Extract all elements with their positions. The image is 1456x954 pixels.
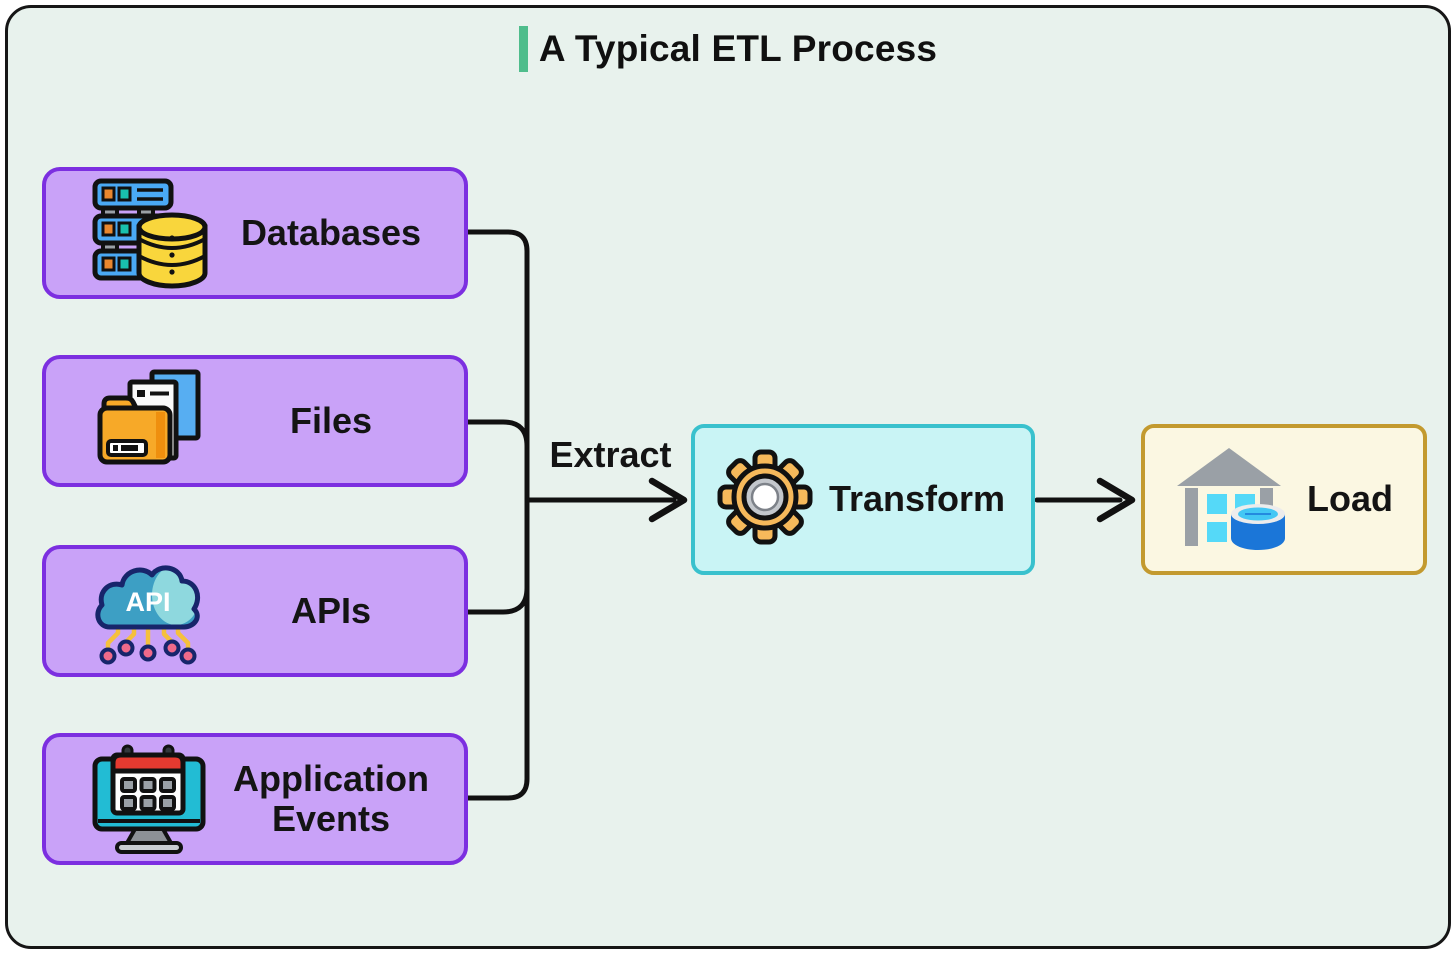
title-accent-bar xyxy=(518,26,528,72)
source-label-files: Files xyxy=(289,399,373,441)
source-box-databases: Databases xyxy=(42,167,468,299)
source-box-application-events: Application Events xyxy=(42,733,468,865)
source-label-apis: APIs xyxy=(290,589,372,631)
load-label: Load xyxy=(1307,478,1393,520)
diagram-header: A Typical ETL Process xyxy=(0,26,1456,72)
transform-box: Transform xyxy=(691,424,1035,575)
source-box-files: Files xyxy=(42,355,468,487)
source-label-application-events: Application Events xyxy=(233,757,429,839)
calendar-monitor-icon xyxy=(86,743,212,855)
api-icon-text: API xyxy=(125,587,170,617)
extract-arrow-label: Extract xyxy=(549,434,672,475)
api-cloud-icon: API xyxy=(86,555,212,667)
load-box: Load xyxy=(1141,424,1427,575)
files-icon xyxy=(86,368,212,474)
warehouse-icon xyxy=(1173,442,1291,557)
database-server-icon xyxy=(86,175,212,291)
source-box-apis: API APIs xyxy=(42,545,468,677)
page-title: A Typical ETL Process xyxy=(538,28,938,69)
gear-icon xyxy=(717,449,817,550)
source-label-databases: Databases xyxy=(240,211,422,253)
transform-label: Transform xyxy=(828,478,1006,520)
